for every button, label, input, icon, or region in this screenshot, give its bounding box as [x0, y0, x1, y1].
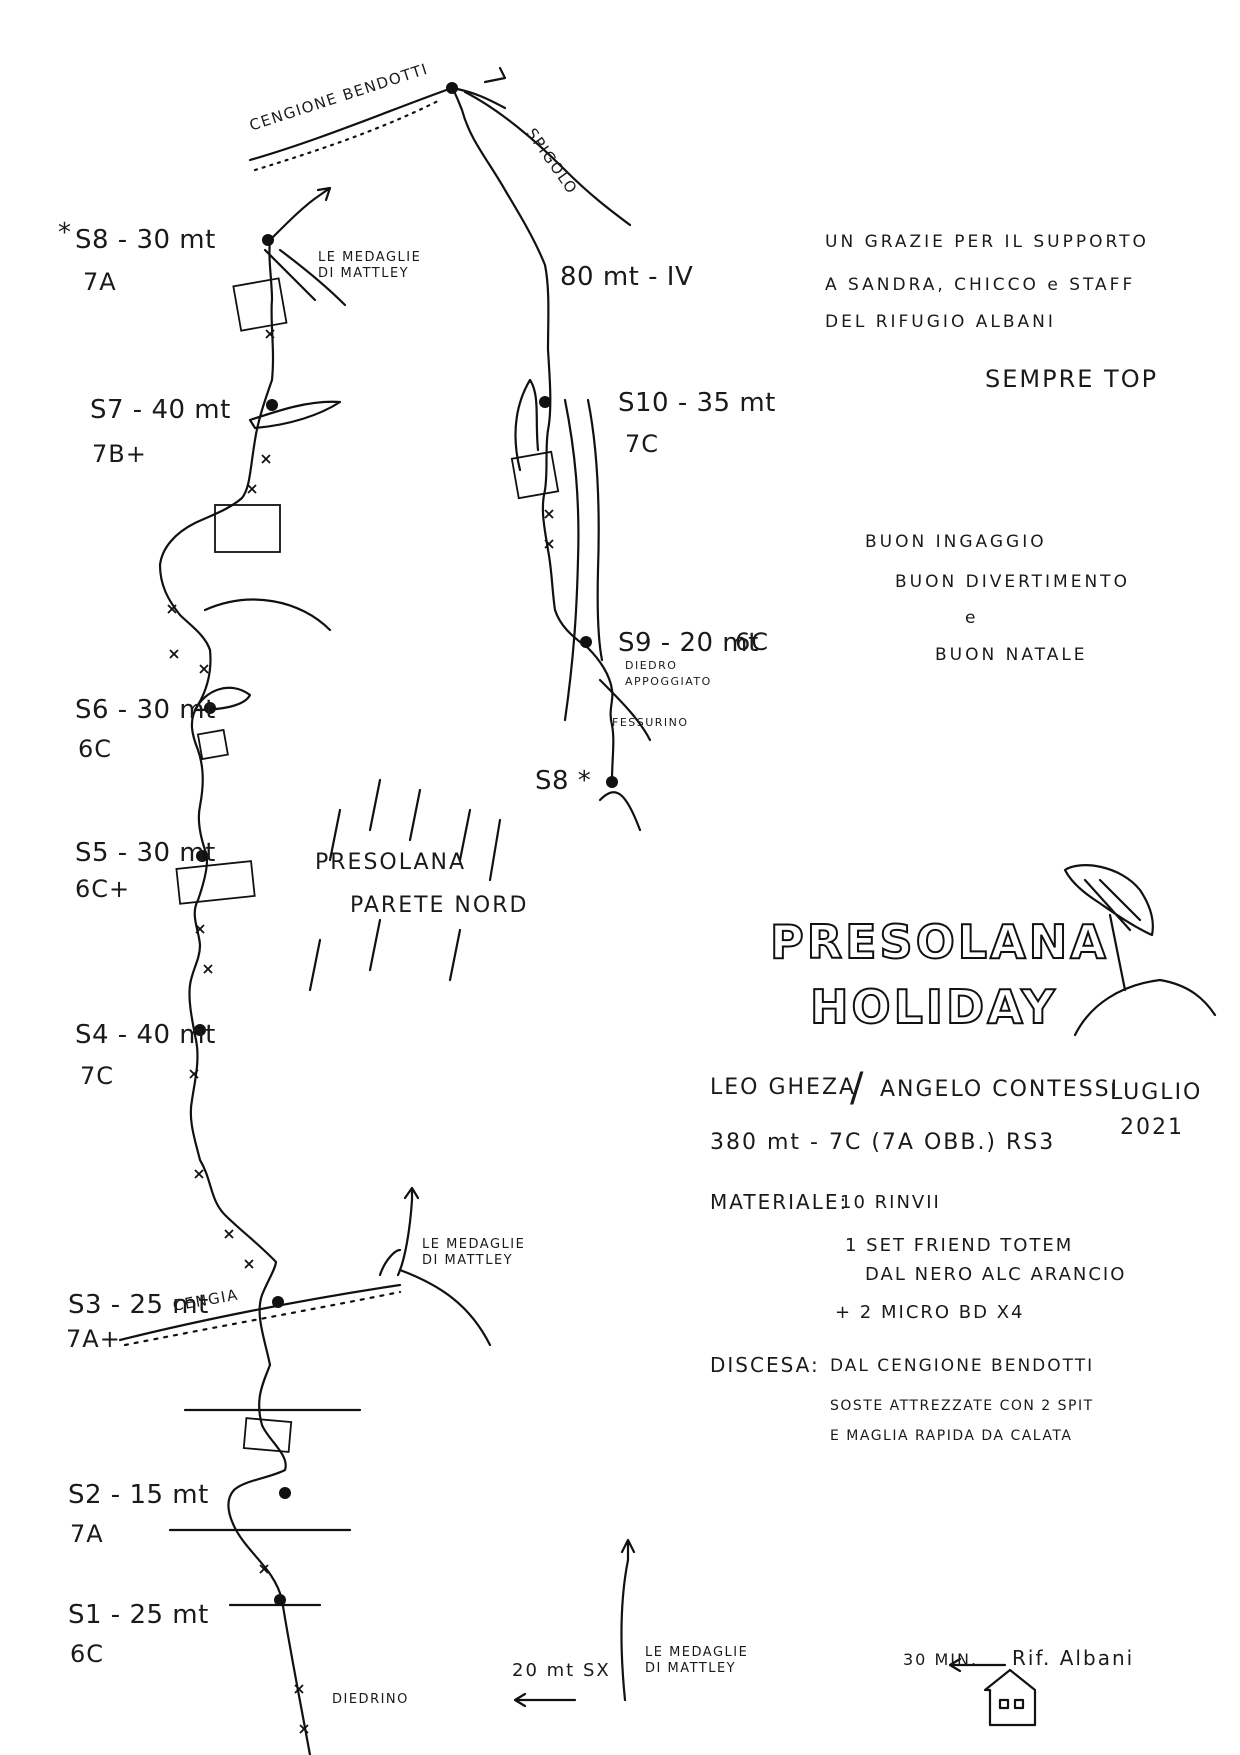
pitch-s8-grade: 7A: [83, 268, 117, 296]
pitch-s4-label: S4 - 40 mt: [75, 1020, 216, 1050]
pitch-s7-label: S7 - 40 mt: [90, 395, 231, 425]
route-summary: 380 mt - 7C (7A OBB.) RS3: [710, 1130, 1056, 1155]
pitch-s8-star: *: [58, 218, 72, 248]
spigolo-ridge: [463, 90, 632, 227]
materiale-line3: DAL NERO ALC ARANCIO: [865, 1264, 1127, 1285]
materiale-line1: 10 RINVII: [840, 1192, 941, 1213]
pitch-s9-grade: 6C: [735, 628, 770, 656]
belay-s8-ref: [606, 776, 618, 788]
venti-sx-label: 20 mt SX: [512, 1660, 611, 1681]
discesa-label: DISCESA:: [710, 1353, 820, 1377]
approach-time: 30 MIN.: [903, 1650, 979, 1669]
final-pitch: 80 mt - IV: [560, 262, 694, 292]
bolt-marks: [167, 329, 554, 1734]
thanks-line4: SEMPRE TOP: [985, 365, 1159, 393]
belay-s7: [266, 399, 278, 411]
s8-reference: S8 *: [535, 766, 592, 796]
wishes-line4: BUON NATALE: [935, 645, 1088, 665]
pitch-s2-grade: 7A: [70, 1520, 104, 1548]
pitch-s1-grade: 6C: [70, 1640, 105, 1668]
discesa-line3: E MAGLIA RAPIDA DA CALATA: [830, 1428, 1073, 1444]
cengione-ridge: [248, 86, 507, 162]
belay-s6: [204, 702, 216, 714]
belay-s10: [539, 396, 551, 408]
date-year: 2021: [1120, 1115, 1184, 1140]
belay-stations: [194, 82, 618, 1606]
materiale-label: MATERIALE:: [710, 1190, 849, 1214]
belay-s5: [196, 850, 208, 862]
thanks-line3: DEL RIFUGIO ALBANI: [825, 312, 1056, 332]
wall-name-line1: PRESOLANA: [315, 850, 467, 875]
discesa-line2: SOSTE ATTREZZATE CON 2 SPIT: [830, 1398, 1094, 1414]
belay-s3: [272, 1296, 284, 1308]
thanks-line2: A SANDRA, CHICCO e STAFF: [825, 275, 1136, 295]
materiale-line2: 1 SET FRIEND TOTEM: [845, 1235, 1074, 1256]
belay-s9: [580, 636, 592, 648]
wishes-line1: BUON INGAGGIO: [865, 532, 1047, 552]
pitch-s6-grade: 6C: [78, 735, 113, 763]
pitch-s5-label: S5 - 30 mt: [75, 838, 216, 868]
thanks-line1: UN GRAZIE PER IL SUPPORTO: [825, 232, 1149, 252]
pitch-s1-label: S1 - 25 mt: [68, 1600, 209, 1630]
route-line-upper: [450, 86, 615, 782]
pitch-s6-label: S6 - 30 mt: [75, 695, 216, 725]
route-title-line1: PRESOLANA: [769, 914, 1109, 970]
author-second: ANGELO CONTESSI: [880, 1077, 1120, 1102]
medaglie-mid-label: LE MEDAGLIE DI MATTLEY: [422, 1237, 526, 1268]
hill-icon: [1073, 978, 1217, 1037]
wishes-line3: e: [965, 608, 979, 628]
fessurino-label: FESSURINO: [612, 716, 689, 729]
medaglie-top-label: LE MEDAGLIE DI MATTLEY: [318, 250, 422, 281]
belay-top: [446, 82, 458, 94]
pitch-s10-label: S10 - 35 mt: [618, 388, 776, 418]
discesa-line1: DAL CENGIONE BENDOTTI: [830, 1356, 1095, 1376]
pitch-s2-label: S2 - 15 mt: [68, 1480, 209, 1510]
medaglie-bottom-label: LE MEDAGLIE DI MATTLEY: [645, 1645, 749, 1676]
pitch-s3-label: S3 - 25 mt: [68, 1290, 209, 1320]
author-separator: /: [850, 1065, 865, 1111]
route-line-lower: [158, 238, 312, 1755]
materiale-line4: + 2 MICRO BD X4: [835, 1302, 1025, 1323]
belay-s8: [262, 234, 274, 246]
pitch-s7-grade: 7B+: [92, 440, 147, 468]
wall-name-line2: PARETE NORD: [350, 893, 529, 918]
pitch-s5-grade: 6C+: [75, 875, 131, 903]
route-title-line2: HOLIDAY: [809, 979, 1058, 1035]
diedro-appoggiato-label: DIEDRO APPOGGIATO: [625, 659, 712, 688]
pitch-s9-label: S9 - 20 mt: [618, 628, 759, 658]
approach-rifugio: Rif. Albani: [1012, 1646, 1135, 1670]
rifugio-hut-icon: [983, 1668, 1037, 1727]
pitch-s8-label: S8 - 30 mt: [75, 225, 216, 255]
belay-s1: [274, 1594, 286, 1606]
belay-s4: [194, 1024, 206, 1036]
pitch-s10-grade: 7C: [625, 430, 660, 458]
pitch-s4-grade: 7C: [80, 1062, 115, 1090]
author-first: LEO GHEZA: [710, 1075, 857, 1100]
diedrino-label: DIEDRINO: [332, 1692, 409, 1707]
date-month: LUGLIO: [1110, 1080, 1203, 1105]
wishes-line2: BUON DIVERTIMENTO: [895, 572, 1130, 592]
belay-s2: [279, 1487, 291, 1499]
crack-boxes: [175, 277, 560, 1453]
umbrella-icon: [1063, 864, 1154, 992]
pitch-s3-grade: 7A+: [66, 1325, 121, 1353]
